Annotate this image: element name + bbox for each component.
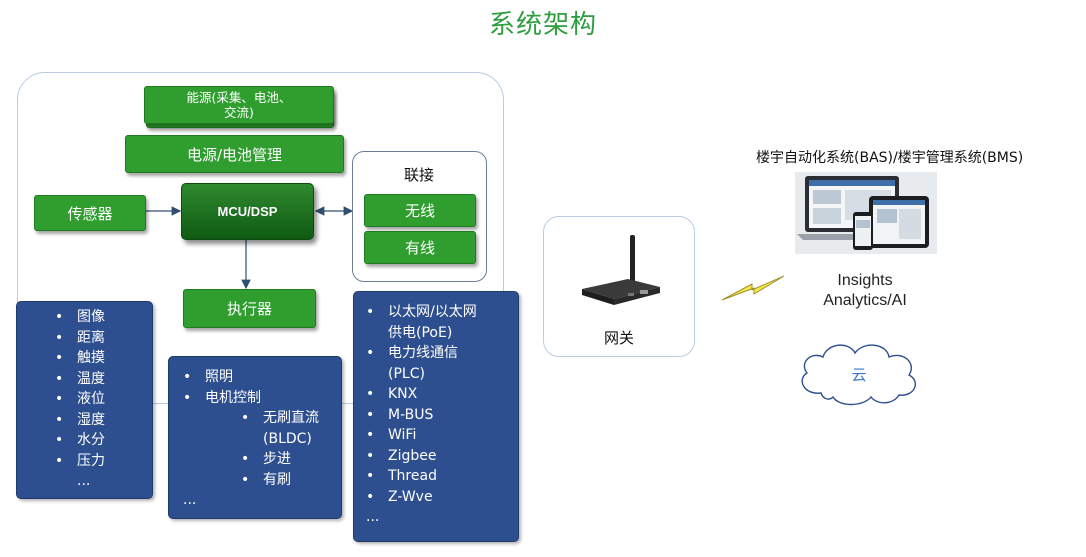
list-item: •KNX (366, 386, 418, 402)
actuator-types-box: •照明 •电机控制 •无刷直流 (BLDC) •步进 •有刷 ... (168, 356, 342, 519)
list-item: •Zigbee (366, 447, 437, 464)
list-item: •Thread (366, 468, 437, 484)
mcu-dsp-box: MCU/DSP (181, 183, 314, 240)
list-item: •湿度 (55, 411, 105, 428)
list-item: ... (366, 509, 380, 525)
insights-line2: Analytics/AI (823, 292, 907, 309)
energy-box: 能源(采集、电池、 交流) (144, 86, 334, 124)
bas-bms-title: 楼宇自动化系统(BAS)/楼宇管理系统(BMS) (756, 150, 1024, 166)
list-item: •压力 (55, 452, 105, 469)
list-item: (BLDC) (263, 430, 312, 447)
energy-line1: 能源(采集、电池、 (186, 90, 292, 105)
connectivity-types-box: •以太网/以太网 供电(PoE) •电力线通信 (PLC) •KNX •M-BU… (353, 291, 519, 542)
power-management-box: 电源/电池管理 (125, 135, 344, 173)
dashboard-devices-image (795, 172, 937, 254)
gateway-label: 网关 (603, 329, 634, 347)
list-item: ... (77, 473, 91, 489)
list-item: •无刷直流 (241, 410, 319, 426)
list-item: •温度 (55, 370, 105, 387)
list-item: •M-BUS (366, 406, 434, 423)
actuator-box: 执行器 (183, 289, 316, 328)
list-item: •触摸 (55, 350, 105, 366)
list-item: (PLC) (388, 365, 425, 382)
insights-line1: Insights (837, 272, 893, 289)
cloud-label: 云 (851, 366, 867, 384)
list-item: 供电(PoE) (388, 324, 453, 341)
diagram-title: 系统架构 (488, 10, 597, 40)
list-item: •有刷 (241, 471, 291, 488)
list-item: •液位 (55, 391, 105, 407)
list-item: •电力线通信 (366, 345, 458, 361)
list-item: •WiFi (366, 427, 417, 443)
cloud-icon (801, 344, 917, 406)
list-item: •电机控制 (183, 389, 261, 406)
wireless-box: 无线 (364, 194, 476, 227)
sensor-types-box: •图像 •距离 •触摸 •温度 •液位 •湿度 •水分 •压力 ... (16, 301, 153, 499)
wireless-link-bolt-icon (721, 275, 785, 301)
list-item: •步进 (241, 451, 291, 467)
list-item: •照明 (183, 369, 233, 385)
list-item: •以太网/以太网 (366, 304, 477, 320)
list-item: ... (183, 492, 197, 508)
list-item: •图像 (55, 309, 105, 325)
list-item: •水分 (55, 432, 105, 448)
list-item: •Z-Wve (366, 488, 433, 505)
list-item: •距离 (55, 329, 105, 346)
gateway-box: 网关 (543, 216, 695, 357)
wired-box: 有线 (364, 231, 476, 264)
router-icon (582, 235, 660, 305)
energy-line2: 交流) (224, 105, 254, 120)
sensor-box: 传感器 (34, 195, 146, 231)
insights-label: Insights Analytics/AI (800, 271, 930, 311)
connectivity-title: 联接 (403, 166, 434, 184)
